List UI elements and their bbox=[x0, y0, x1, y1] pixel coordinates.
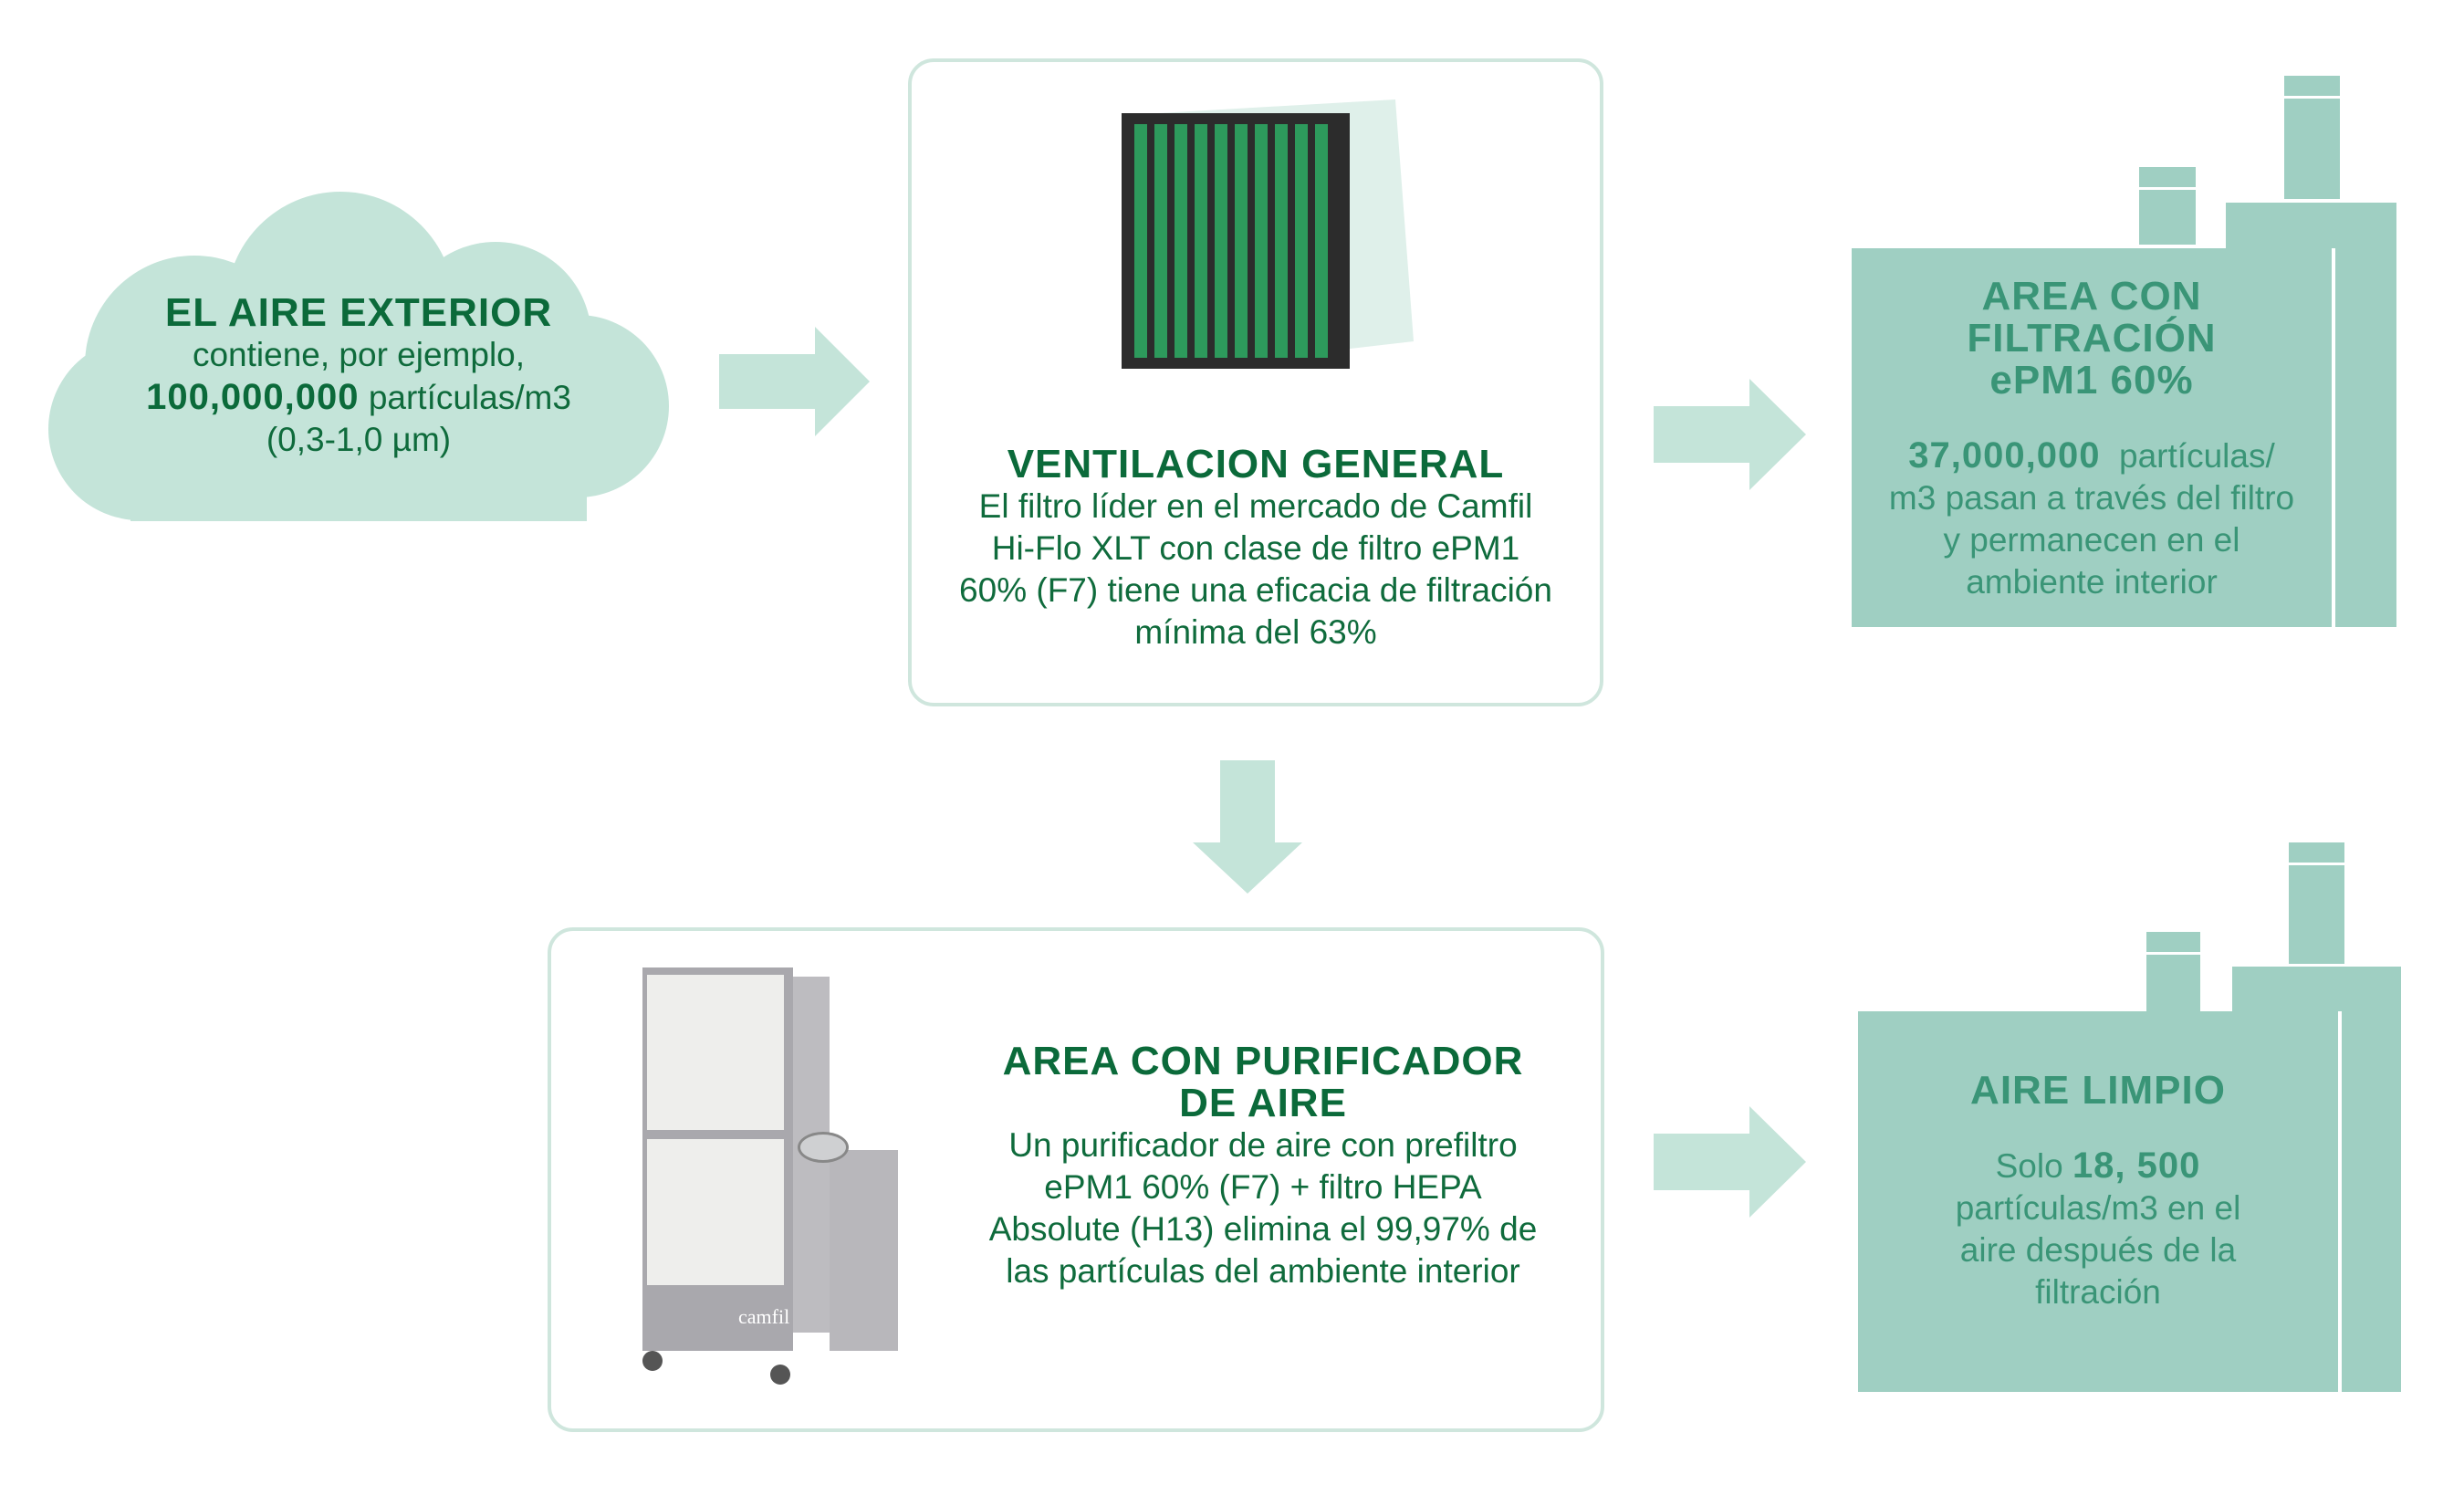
camfil-logo: camfil bbox=[738, 1305, 790, 1328]
outdoor-line1: contiene, por ejemplo, bbox=[192, 336, 526, 373]
outdoor-range: (0,3-1,0 µm) bbox=[266, 421, 452, 458]
ventilation-line: Hi-Flo XLT con clase de filtro ePM1 bbox=[991, 529, 1520, 567]
ventilation-card: VENTILACION GENERAL El filtro líder en e… bbox=[908, 58, 1603, 706]
ventilation-line: El filtro líder en el mercado de Camfil bbox=[978, 487, 1533, 525]
filtered-title: ePM1 60% bbox=[1989, 358, 2194, 403]
ventilation-line: 60% (F7) tiene una eficacia de filtració… bbox=[959, 571, 1552, 609]
purifier-card: camfil AREA CON PURIFICADOR DE AIRE Un p… bbox=[548, 927, 1604, 1432]
purifier-line: Un purificador de aire con prefiltro bbox=[1008, 1126, 1518, 1164]
ventilation-line: mínima del 63% bbox=[1134, 613, 1377, 651]
outdoor-air-cloud: EL AIRE EXTERIOR contiene, por ejemplo, … bbox=[39, 183, 678, 529]
purifier-line: Absolute (H13) elimina el 99,97% de bbox=[988, 1210, 1538, 1248]
clean-air-line: partículas/m3 en el bbox=[1955, 1189, 2241, 1227]
bag-filter-image bbox=[1122, 99, 1414, 369]
purifier-title: DE AIRE bbox=[1179, 1081, 1347, 1125]
air-purifier-image: camfil bbox=[642, 949, 925, 1415]
arrow-right-icon bbox=[719, 327, 870, 436]
purifier-line: ePM1 60% (F7) + filtro HEPA bbox=[1044, 1168, 1482, 1206]
outdoor-unit: partículas/m3 bbox=[368, 379, 571, 416]
filtered-unit: partículas/ bbox=[2119, 437, 2275, 475]
clean-air-count: 18, 500 bbox=[2072, 1145, 2201, 1186]
clean-air-prefix: Solo bbox=[1995, 1147, 2063, 1185]
clean-air-line: filtración bbox=[2035, 1273, 2161, 1311]
filtered-line: m3 pasan a través del filtro bbox=[1888, 479, 2295, 517]
outdoor-title: EL AIRE EXTERIOR bbox=[164, 290, 553, 335]
purifier-title: AREA CON PURIFICADOR bbox=[1002, 1039, 1524, 1083]
filtered-line: y permanecen en el bbox=[1943, 521, 2240, 559]
clean-air-title: AIRE LIMPIO bbox=[1970, 1068, 2226, 1113]
arrow-down-icon bbox=[1193, 760, 1302, 894]
filtered-count: 37,000,000 bbox=[1908, 435, 2101, 476]
filtered-title: FILTRACIÓN bbox=[1967, 316, 2217, 361]
clean-air-line: aire después de la bbox=[1959, 1231, 2237, 1269]
arrow-right-icon bbox=[1654, 1106, 1806, 1218]
outdoor-count: 100,000,000 bbox=[146, 377, 360, 417]
ventilation-title: VENTILACION GENERAL bbox=[1007, 442, 1505, 486]
filtered-line: ambiente interior bbox=[1966, 563, 2218, 601]
purifier-line: las partículas del ambiente interior bbox=[1006, 1252, 1520, 1290]
arrow-right-icon bbox=[1654, 379, 1806, 490]
cloud-icon bbox=[48, 192, 669, 521]
filtered-title: AREA CON bbox=[1981, 274, 2202, 319]
